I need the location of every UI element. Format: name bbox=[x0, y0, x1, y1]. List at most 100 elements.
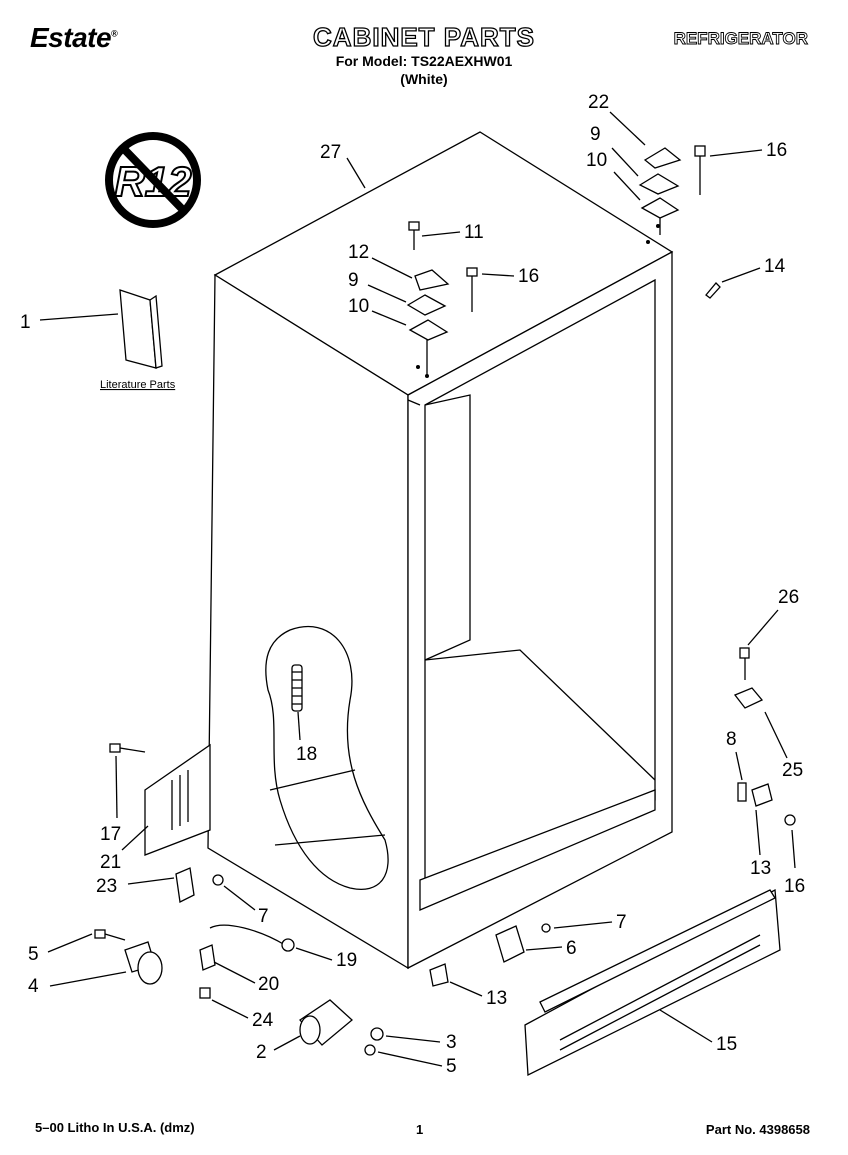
toe-grille bbox=[524, 888, 781, 1077]
hinge-9-left bbox=[406, 294, 447, 316]
lower-hinge-right bbox=[733, 647, 796, 826]
hinge-bracket-25 bbox=[733, 687, 764, 709]
bracket-13-lower bbox=[429, 963, 449, 987]
screw-3 bbox=[370, 1027, 384, 1041]
callout-16-lower: 16 bbox=[784, 876, 805, 897]
color-line: (White) bbox=[400, 71, 448, 87]
cabinet-bottom-rail bbox=[419, 789, 656, 911]
callout-22: 22 bbox=[588, 92, 609, 113]
lower-left-bracket bbox=[109, 743, 211, 903]
roller-assembly bbox=[299, 999, 384, 1056]
no-r12-slash bbox=[120, 145, 188, 215]
callout-13-lower: 13 bbox=[486, 988, 507, 1009]
callout-leaders bbox=[39, 111, 796, 1067]
screw-11-head bbox=[408, 221, 420, 231]
no-r12-text: R12 bbox=[114, 158, 191, 205]
toe-grille-top bbox=[539, 889, 776, 1013]
callout-10-right: 10 bbox=[586, 150, 607, 171]
callout-7-left: 7 bbox=[258, 906, 269, 927]
callout-5-upper: 5 bbox=[28, 944, 39, 965]
callout-16-top: 16 bbox=[766, 140, 787, 161]
hinge-23 bbox=[175, 867, 195, 903]
callout-15: 15 bbox=[716, 1034, 737, 1055]
caster-4-wheel bbox=[137, 951, 163, 985]
callout-17: 17 bbox=[100, 824, 121, 845]
hinge-10-left bbox=[408, 319, 449, 341]
hinge-9-right bbox=[638, 173, 680, 195]
screw-7-right bbox=[541, 923, 551, 933]
callout-9-left: 9 bbox=[348, 270, 359, 291]
hinge-cover-22 bbox=[643, 147, 682, 169]
callout-8: 8 bbox=[726, 729, 737, 750]
hinge-10-right bbox=[640, 197, 680, 219]
callout-7-right: 7 bbox=[616, 912, 627, 933]
cabinet-inner-wall bbox=[424, 394, 471, 661]
booklet-spine bbox=[149, 294, 163, 369]
callout-4: 4 bbox=[28, 976, 39, 997]
page-title: CABINET PARTS bbox=[312, 21, 535, 52]
screw-16-right-head bbox=[694, 145, 706, 157]
model-line: For Model: TS22AEXHW01 bbox=[335, 53, 513, 69]
print-info: 5–00 Litho In U.S.A. (dmz) bbox=[35, 1120, 195, 1135]
callout-21: 21 bbox=[100, 852, 121, 873]
screw-24 bbox=[199, 987, 211, 999]
bracket-21 bbox=[144, 743, 211, 856]
callout-3: 3 bbox=[446, 1032, 457, 1053]
screw-5-upper bbox=[94, 929, 106, 939]
callout-2: 2 bbox=[256, 1042, 267, 1063]
literature-label: Literature Parts bbox=[100, 379, 176, 391]
screw-17-head bbox=[109, 743, 121, 753]
tube-19 bbox=[209, 924, 286, 946]
callout-9-right: 9 bbox=[590, 124, 601, 145]
tube-assembly bbox=[199, 924, 295, 999]
toe-grille-body bbox=[524, 888, 781, 1077]
callout-18: 18 bbox=[296, 744, 317, 765]
bracket-6 bbox=[495, 925, 525, 963]
clip-20 bbox=[199, 944, 216, 971]
screw-7-left bbox=[212, 874, 224, 886]
hinge-assembly-right bbox=[638, 145, 706, 244]
callout-5-lower: 5 bbox=[446, 1056, 457, 1077]
screw-26-head bbox=[739, 647, 750, 659]
lower-left-hardware bbox=[94, 874, 551, 985]
drain-tube bbox=[291, 664, 303, 712]
cabinet-flange bbox=[407, 399, 421, 406]
hinge-assembly-left bbox=[406, 221, 478, 378]
brand-name: Estate bbox=[30, 22, 112, 53]
no-r12-symbol: R12 bbox=[105, 132, 201, 228]
hinge-13-right bbox=[751, 783, 773, 807]
callout-25: 25 bbox=[782, 760, 803, 781]
callout-20: 20 bbox=[258, 974, 279, 995]
cabinet-floor-edge bbox=[424, 649, 656, 781]
part-number: Part No. 4398658 bbox=[705, 1122, 810, 1137]
clip-14 bbox=[705, 282, 721, 299]
screw-16-lower bbox=[784, 814, 796, 826]
product-type: REFRIGERATOR bbox=[673, 29, 808, 49]
cutaway-line-lower bbox=[274, 834, 386, 846]
callout-27: 27 bbox=[320, 142, 341, 163]
hinge-cover-12 bbox=[414, 269, 450, 291]
callout-11: 11 bbox=[464, 222, 484, 243]
callout-numbers: 27 22 9 10 16 11 12 9 10 16 14 1 18 26 2… bbox=[20, 92, 805, 1077]
callout-16-hinge: 16 bbox=[518, 266, 539, 287]
shim-8 bbox=[737, 782, 747, 802]
brand-registered-mark: ® bbox=[111, 28, 118, 39]
callout-12: 12 bbox=[348, 242, 369, 263]
no-r12-ring bbox=[105, 132, 201, 228]
callout-24: 24 bbox=[252, 1010, 274, 1031]
callout-26: 26 bbox=[778, 587, 799, 608]
literature-booklet: Literature Parts bbox=[100, 289, 176, 391]
refrigerator-cabinet bbox=[207, 131, 674, 970]
callout-14: 14 bbox=[764, 256, 786, 277]
cutaway-line bbox=[269, 769, 356, 791]
page-number: 1 bbox=[416, 1122, 424, 1137]
callout-19: 19 bbox=[336, 950, 357, 971]
screw-5-lower bbox=[364, 1044, 376, 1056]
callout-13-right: 13 bbox=[750, 858, 771, 879]
screw-16-head bbox=[466, 267, 478, 277]
callout-10-left: 10 bbox=[348, 296, 369, 317]
screw-17-shank bbox=[119, 747, 146, 753]
callout-23: 23 bbox=[96, 876, 117, 897]
